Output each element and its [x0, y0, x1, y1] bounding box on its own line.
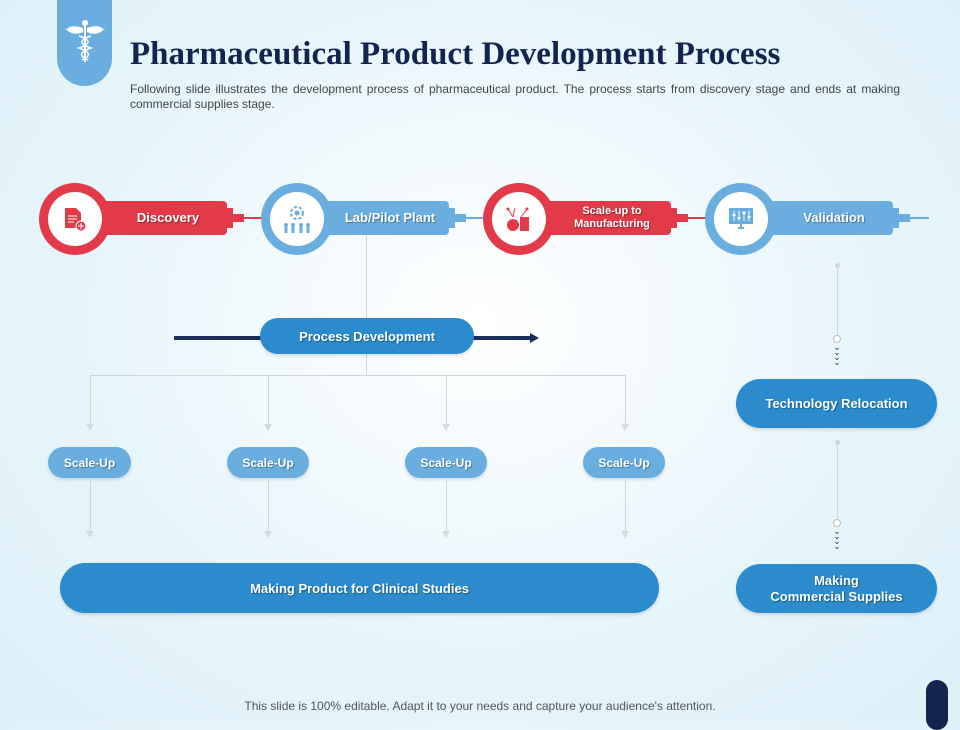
arrow-down-icon — [86, 531, 94, 538]
process-development-pill: Process Development — [260, 318, 474, 354]
stage-label: Discovery — [79, 201, 227, 235]
stage-label: Lab/Pilot Plant — [301, 201, 449, 235]
arrow-down-icon — [264, 424, 272, 431]
connector-line — [90, 375, 91, 425]
connector-line — [366, 236, 367, 376]
stage-scale-up-manufacturing: Scale-up to Manufacturing — [483, 183, 713, 255]
stage-label: Validation — [745, 201, 893, 235]
chevrons-down-icon: ⌄⌄⌄⌄ — [833, 526, 841, 551]
connector-line — [625, 375, 626, 425]
commercial-supplies-pill: Making Commercial Supplies — [736, 564, 937, 613]
document-plus-icon — [65, 208, 87, 232]
connector-ring — [833, 335, 841, 343]
monitor-sliders-icon — [729, 208, 753, 229]
arrow-down-icon — [264, 531, 272, 538]
arrow-down-icon — [442, 424, 450, 431]
connector-line — [90, 480, 91, 532]
arrowhead-icon — [530, 333, 539, 343]
scale-up-pill: Scale-Up — [227, 447, 309, 478]
connector-ring — [833, 519, 841, 527]
connector-line — [625, 480, 626, 532]
stage-lab-pilot-plant: Lab/Pilot Plant — [261, 183, 491, 255]
arrow-down-icon — [86, 424, 94, 431]
caduceus-logo — [57, 0, 112, 86]
connector-line — [446, 480, 447, 532]
arrow-down-icon — [621, 424, 629, 431]
scale-up-pill: Scale-Up — [583, 447, 665, 478]
connector-line — [837, 266, 838, 336]
connector-dot — [835, 263, 840, 268]
arrow-down-icon — [621, 531, 629, 538]
lab-flask-icon — [506, 207, 529, 231]
clinical-studies-pill: Making Product for Clinical Studies — [60, 563, 659, 613]
chevrons-down-icon: ⌄⌄⌄⌄ — [833, 342, 841, 367]
page-subtitle: Following slide illustrates the developm… — [130, 82, 900, 111]
connector-line — [268, 480, 269, 532]
corner-decoration — [926, 680, 948, 730]
footer-note: This slide is 100% editable. Adapt it to… — [244, 699, 716, 713]
connector-line — [90, 375, 626, 376]
stage-discovery: Discovery — [39, 183, 269, 255]
connector-line — [268, 375, 269, 425]
technology-relocation-pill: Technology Relocation — [736, 379, 937, 428]
connector-line — [837, 443, 838, 520]
caduceus-icon — [64, 20, 105, 62]
connector-dot — [835, 440, 840, 445]
scale-up-pill: Scale-Up — [405, 447, 487, 478]
scale-up-pill: Scale-Up — [48, 447, 131, 478]
stage-label: Scale-up to Manufacturing — [523, 201, 671, 235]
page-title: Pharmaceutical Product Development Proce… — [130, 36, 781, 72]
arrow-down-icon — [442, 531, 450, 538]
stage-validation: Validation — [705, 183, 935, 255]
connector-line — [446, 375, 447, 425]
gear-people-icon — [284, 206, 310, 233]
